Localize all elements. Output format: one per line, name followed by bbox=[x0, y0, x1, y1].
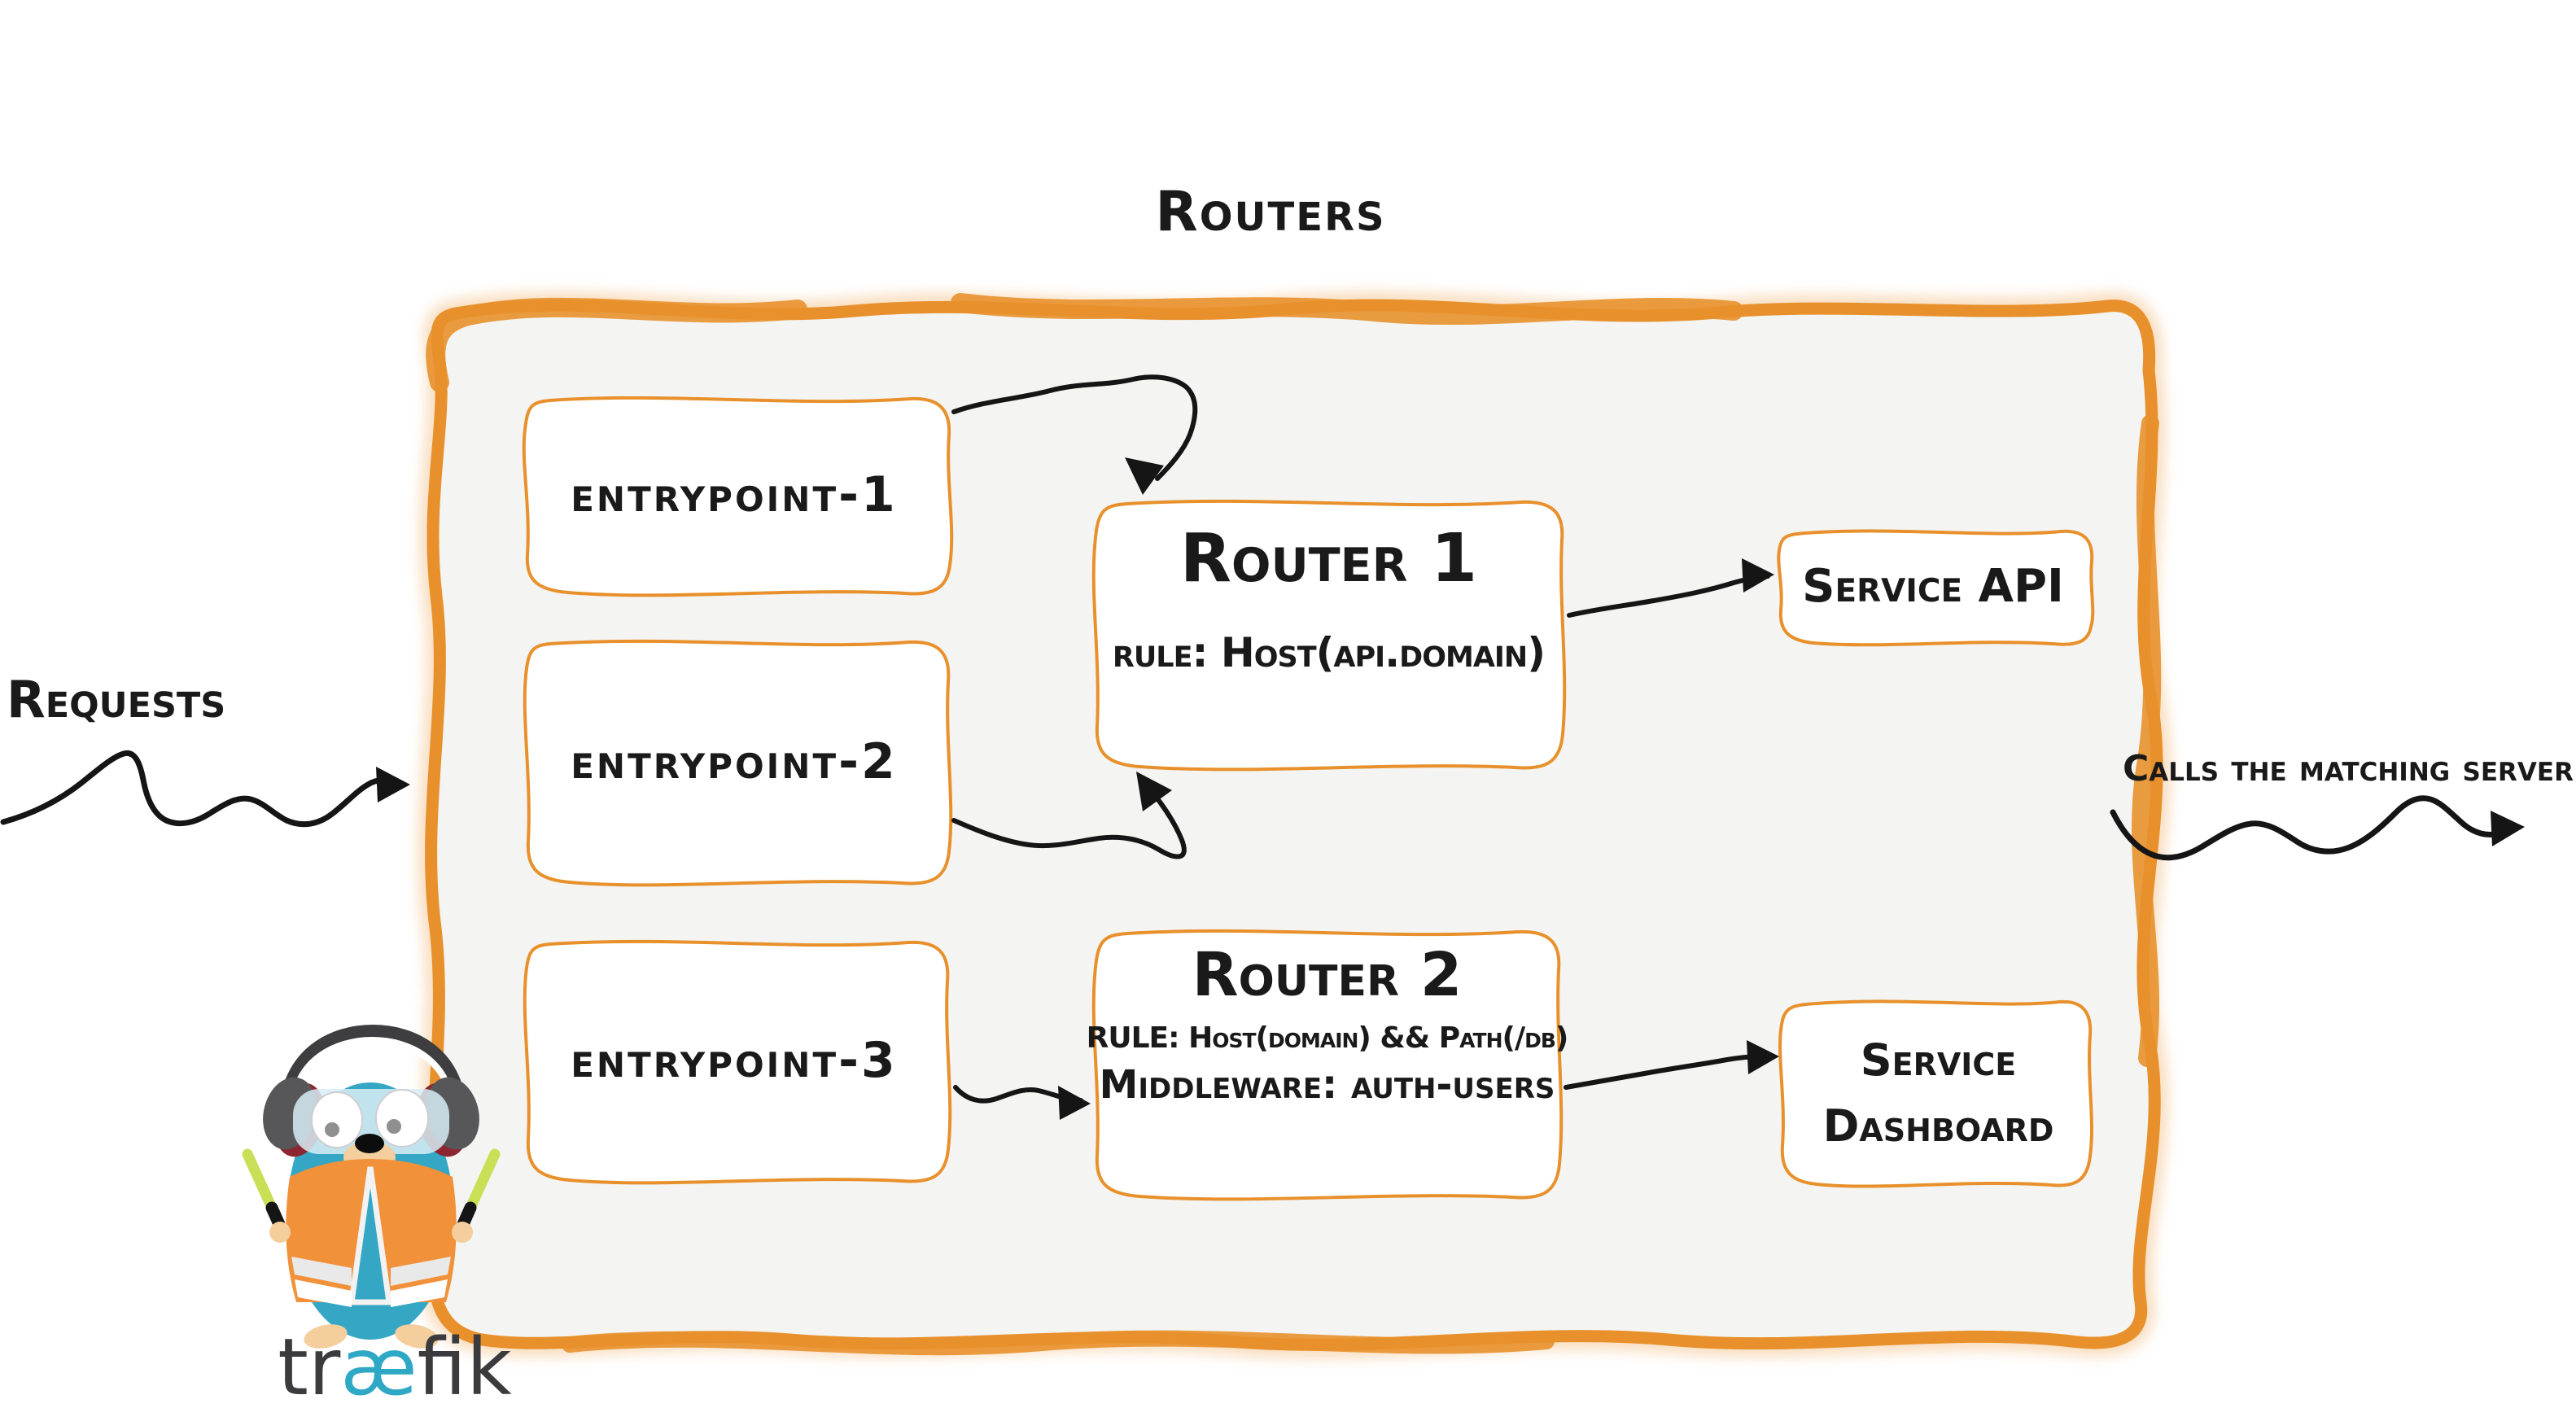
arrow-entrypoint1-to-router1 bbox=[951, 374, 1198, 495]
diagram-title: Routers bbox=[1155, 180, 1386, 244]
router-1-rule: rule: Host(api.domain) bbox=[1112, 629, 1546, 677]
arrow-router1-to-service-api bbox=[1567, 558, 1774, 618]
gopher-hand-right bbox=[452, 1222, 473, 1243]
service-dashboard-box bbox=[1778, 999, 2093, 1188]
gopher-hand-left bbox=[269, 1222, 291, 1243]
arrowhead-icon bbox=[1125, 457, 1164, 495]
container-brush-overdraw-top bbox=[426, 293, 1743, 392]
gopher-foot-left bbox=[304, 1324, 348, 1349]
router-1-box bbox=[1091, 499, 1567, 772]
arrow-requests-in bbox=[0, 750, 410, 828]
baton-left-icon bbox=[242, 1148, 288, 1236]
headphones-icon bbox=[279, 1024, 466, 1116]
router-1-content: Router 1 rule: Host(api.domain) bbox=[1091, 500, 1566, 772]
gopher-nose bbox=[355, 1134, 384, 1153]
router-2-title: Router 2 bbox=[1192, 940, 1463, 1010]
arrow-entrypoint2-to-router1 bbox=[951, 772, 1187, 859]
arrow-line bbox=[2110, 795, 2502, 861]
arrow-router2-to-service-dashboard bbox=[1564, 1040, 1779, 1090]
arrow-calls-out bbox=[2110, 795, 2525, 861]
entrypoint-2-label: entrypoint-2 bbox=[571, 732, 898, 790]
entrypoint-1-box bbox=[522, 396, 954, 597]
entrypoint-2-box bbox=[523, 639, 953, 887]
calls-matching-server-label: Calls the matching server bbox=[2123, 748, 2574, 789]
traefik-wordmark: træfik bbox=[252, 1322, 537, 1408]
router-2-content: Router 2 RULE: Host(domain) && Path(/db)… bbox=[1087, 929, 1569, 1196]
arrow-line bbox=[1564, 1054, 1765, 1090]
wordmark-ae: æ bbox=[340, 1322, 418, 1408]
arrow-line bbox=[0, 750, 391, 828]
service-api-label: Service API bbox=[1802, 559, 2064, 613]
arrowhead-icon bbox=[2491, 811, 2525, 846]
traefik-gopher-mascot-icon bbox=[242, 1024, 501, 1349]
router-1-title: Router 1 bbox=[1179, 520, 1478, 597]
wordmark-tr: tr bbox=[278, 1322, 341, 1408]
baton-right-icon bbox=[454, 1148, 501, 1236]
container-brush-overdraw-right bbox=[2132, 414, 2162, 1067]
service-dashboard-label: Service Dashboard bbox=[1822, 1034, 2054, 1152]
entrypoint-3-box bbox=[523, 939, 952, 1185]
arrow-line bbox=[951, 792, 1187, 859]
router-2-box bbox=[1091, 929, 1564, 1201]
requests-label: Requests bbox=[7, 670, 226, 729]
container-brush-overdraw-bottom bbox=[562, 1330, 1555, 1356]
arrowhead-icon bbox=[1742, 558, 1774, 592]
arrowhead-icon bbox=[1058, 1086, 1091, 1120]
arrowhead-icon bbox=[376, 767, 410, 802]
wordmark-fik: fik bbox=[417, 1322, 512, 1408]
arrowhead-icon bbox=[1136, 772, 1172, 811]
router-2-middleware: Middleware: auth-users bbox=[1099, 1062, 1555, 1108]
arrowhead-icon bbox=[1747, 1040, 1779, 1074]
entrypoint-3-label: entrypoint-3 bbox=[571, 1032, 898, 1089]
safety-vest-icon bbox=[286, 1159, 457, 1307]
goggles-icon bbox=[293, 1089, 449, 1154]
pupil-left bbox=[325, 1122, 339, 1137]
gopher-foot-right bbox=[395, 1324, 439, 1349]
router-2-rule: RULE: Host(domain) && Path(/db) bbox=[1086, 1021, 1569, 1056]
service-api-box bbox=[1777, 529, 2095, 647]
pupil-right bbox=[387, 1119, 401, 1134]
arrow-entrypoint3-to-router2 bbox=[953, 1085, 1091, 1120]
entrypoint-1-label: entrypoint-1 bbox=[571, 466, 898, 523]
arrow-line bbox=[951, 374, 1198, 481]
